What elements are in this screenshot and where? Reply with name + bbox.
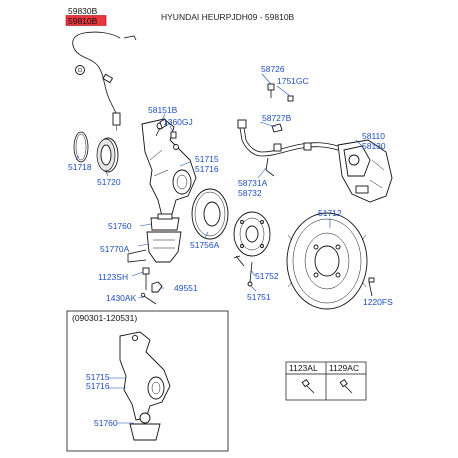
label-58726[interactable]: 58726 xyxy=(261,64,285,74)
bolt-1751GC xyxy=(287,95,294,102)
inset-knuckle-illustration xyxy=(119,331,171,421)
fastener-col1[interactable]: 1123AL xyxy=(289,363,318,373)
inset-panel: (090301-120531) 51715 51716 51760 xyxy=(66,310,229,452)
fastener-col2[interactable]: 1129AC xyxy=(329,363,359,373)
label-51712[interactable]: 51712 xyxy=(318,208,342,218)
wheel-bearing-illustration xyxy=(96,137,119,173)
label-58130[interactable]: 58130 xyxy=(362,141,386,151)
fastener-table: 1123AL 1129AC xyxy=(285,361,367,401)
label-51756A[interactable]: 51756A xyxy=(190,240,220,250)
ball-joint-illustration xyxy=(127,213,182,263)
label-58727B[interactable]: 58727B xyxy=(262,113,292,123)
label-58151B[interactable]: 58151B xyxy=(148,105,178,115)
inset-title: (090301-120531) xyxy=(72,313,137,323)
bolt-1360GJ xyxy=(170,131,177,139)
label-1123SH[interactable]: 1123SH xyxy=(98,272,128,282)
bolt-1123SH xyxy=(142,267,150,290)
inset-label-51716[interactable]: 51716 xyxy=(86,381,110,391)
part-code-top[interactable]: 59830B xyxy=(68,6,98,16)
label-58110[interactable]: 58110 xyxy=(362,131,385,141)
label-51770A[interactable]: 51770A xyxy=(100,244,130,254)
caliper-illustration xyxy=(337,139,393,203)
part-code-highlighted[interactable]: 59810B xyxy=(68,16,98,26)
bolt-1129AC-illustration xyxy=(339,379,353,394)
label-1751GC[interactable]: 1751GC xyxy=(277,76,309,86)
label-49551[interactable]: 49551 xyxy=(174,283,198,293)
hub-illustration xyxy=(233,211,271,257)
brake-disc-illustration xyxy=(286,212,368,310)
knuckle-illustration xyxy=(141,118,197,217)
nut-49551 xyxy=(151,281,163,293)
label-51760[interactable]: 51760 xyxy=(108,221,132,231)
brake-hose-illustration xyxy=(237,119,339,177)
wheel-speed-sensor-illustration xyxy=(72,31,137,131)
label-51752[interactable]: 51752 xyxy=(255,271,279,281)
pin-1430AK xyxy=(140,292,157,305)
label-1220FS[interactable]: 1220FS xyxy=(363,297,393,307)
inset-label-51715[interactable]: 51715 xyxy=(86,372,110,382)
label-1430AK[interactable]: 1430AK xyxy=(106,293,137,303)
bleeder-58726 xyxy=(267,83,275,98)
screw-1220FS xyxy=(368,277,375,297)
label-51716[interactable]: 51716 xyxy=(195,164,219,174)
snap-ring-illustration xyxy=(73,131,89,163)
label-51720[interactable]: 51720 xyxy=(97,177,121,187)
dust-cover-illustration xyxy=(191,188,229,240)
label-51751[interactable]: 51751 xyxy=(247,292,271,302)
hub-bolt-51752 xyxy=(233,255,253,287)
clip-58727B xyxy=(271,123,283,133)
label-58731A[interactable]: 58731A xyxy=(238,178,268,188)
highlight-box xyxy=(65,15,107,26)
label-51718[interactable]: 51718 xyxy=(68,162,92,172)
bolt-1123AL-illustration xyxy=(301,379,315,394)
label-58732[interactable]: 58732 xyxy=(238,188,262,198)
inset-ball-joint-illustration xyxy=(129,412,161,441)
bolt-58151B xyxy=(155,118,168,137)
leader-lines xyxy=(75,73,363,299)
diagram-title: HYUNDAI HEURPJDH09 - 59810B xyxy=(161,12,295,22)
inset-label-51760[interactable]: 51760 xyxy=(94,418,118,428)
label-51715[interactable]: 51715 xyxy=(195,154,219,164)
label-1360GJ[interactable]: 1360GJ xyxy=(163,117,193,127)
